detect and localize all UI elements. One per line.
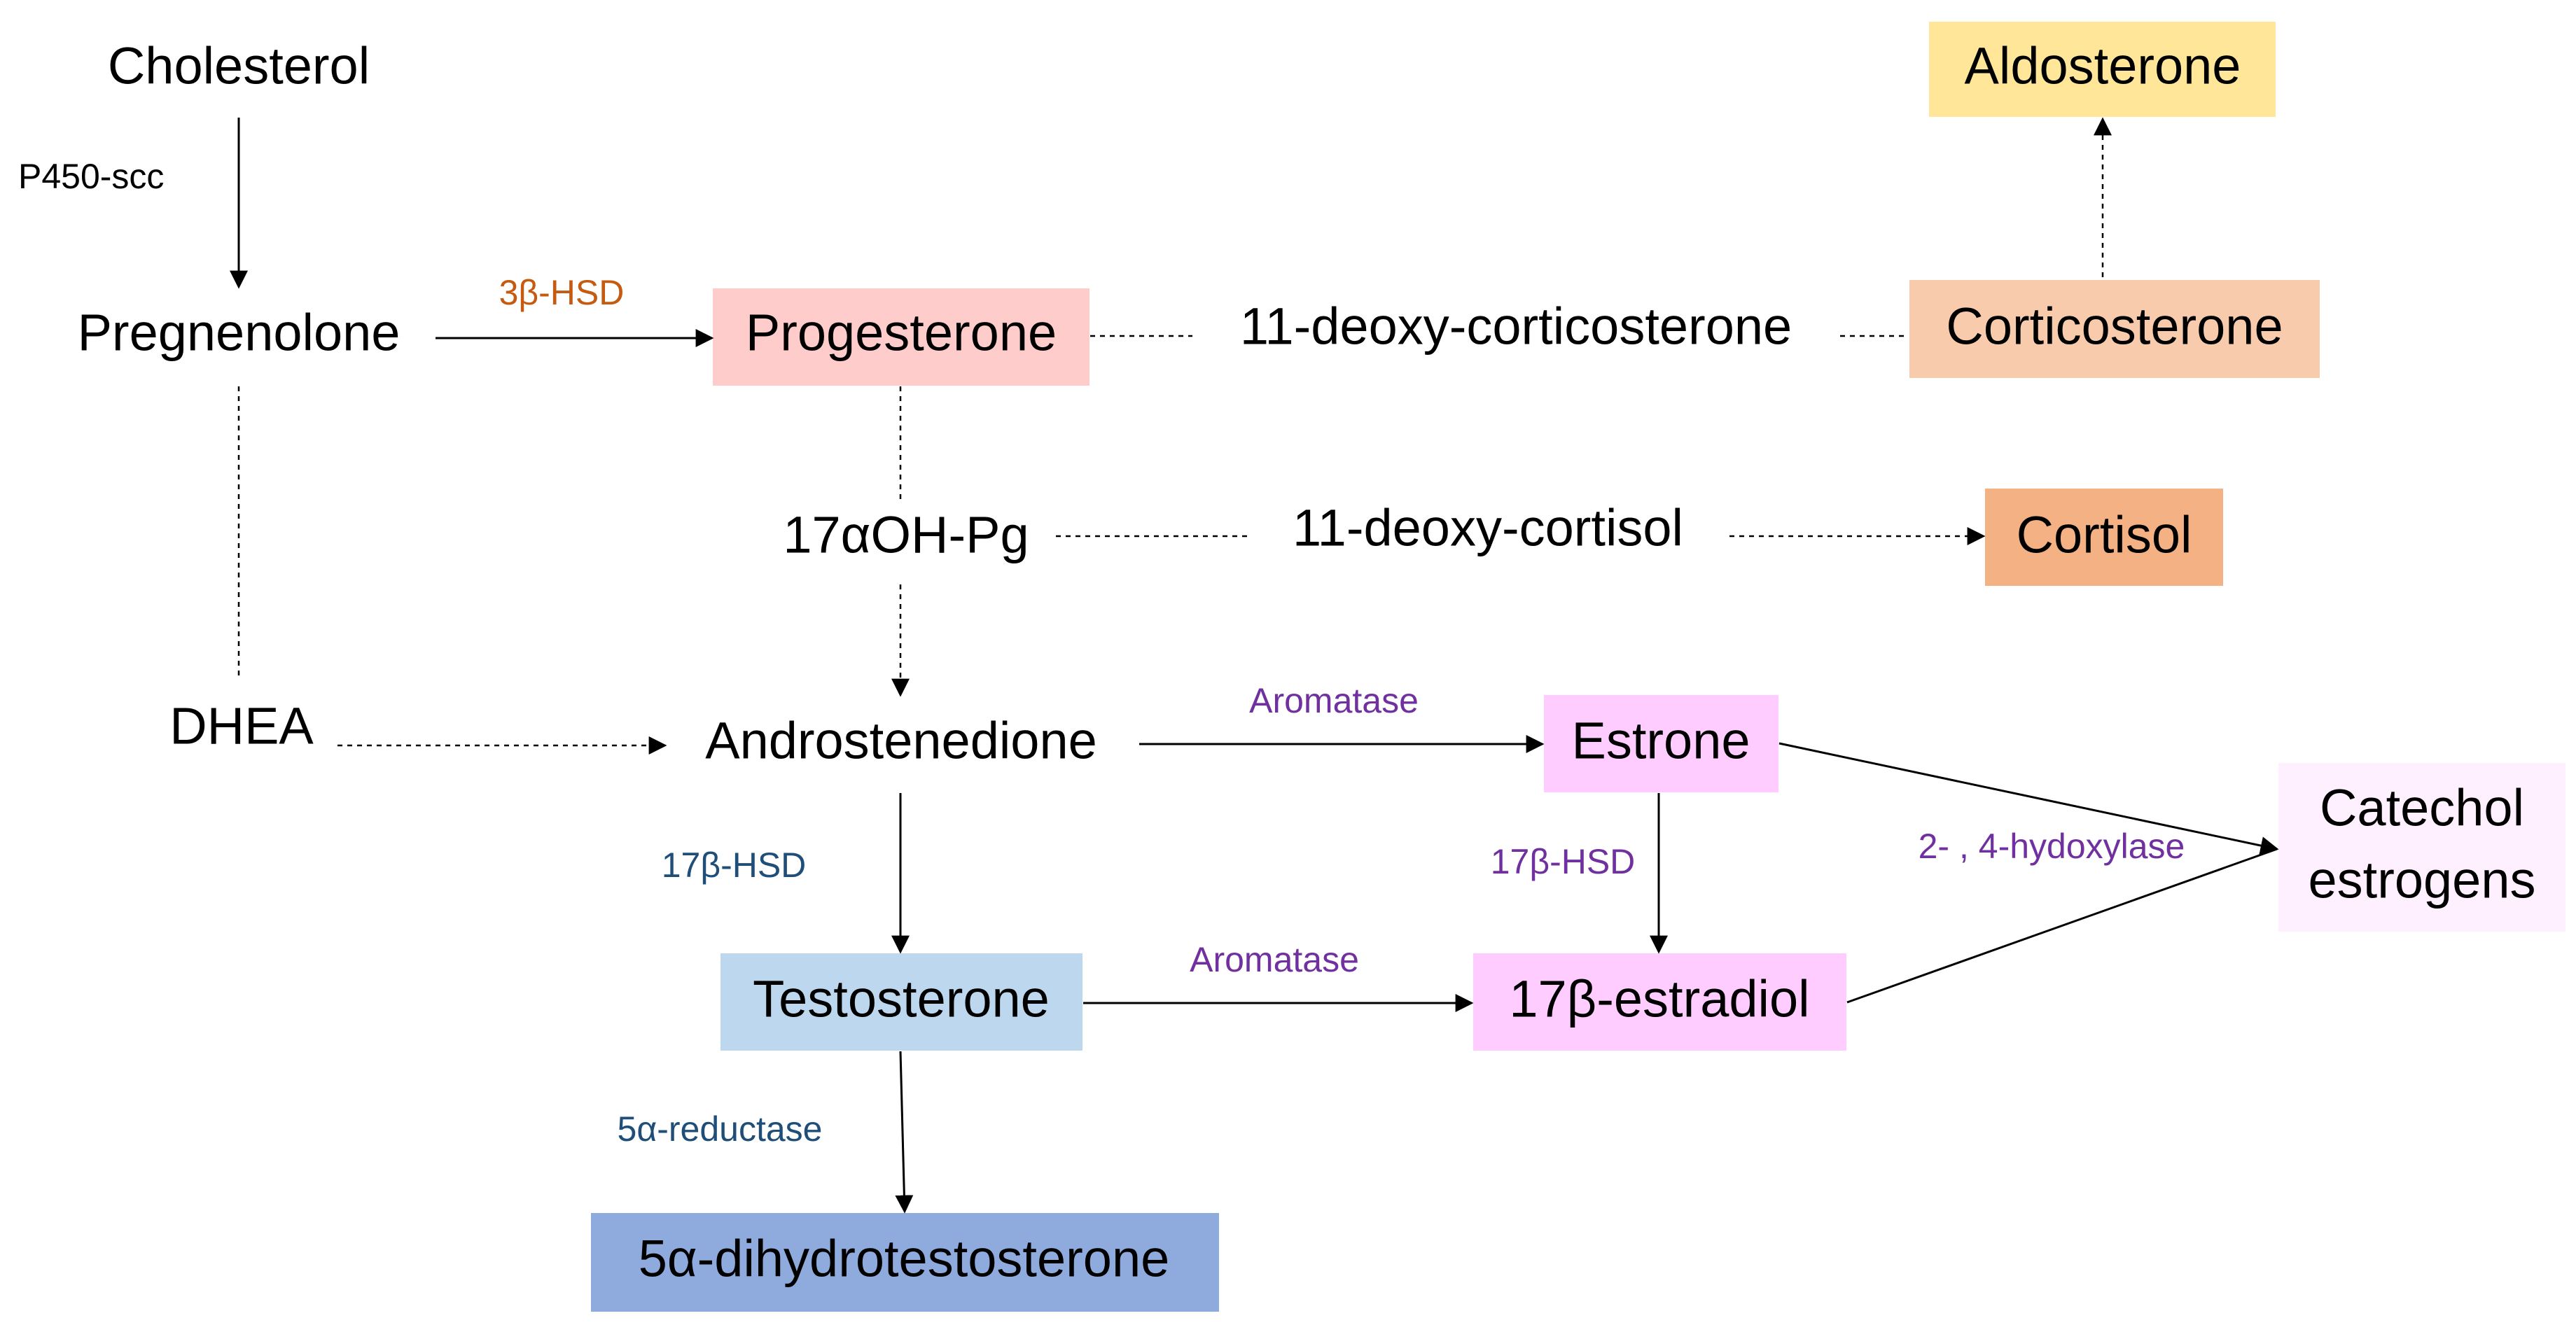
corticosterone-box [1909, 280, 2320, 378]
catechol-estrogens-box [2278, 763, 2565, 932]
progesterone-label: Progesterone [746, 304, 1057, 362]
estradiol-label: 17β-estradiol [1509, 970, 1809, 1028]
testosterone-to-dht-arrow [895, 1051, 914, 1214]
deoxycortisol-label: 11-deoxy-cortisol [1293, 499, 1683, 557]
estradiol-to-catechol-arrow [1846, 848, 2278, 1004]
enzyme-hydroxylase-label: 2- , 4-hydoxylase [1919, 827, 2185, 866]
androstenedione-label: Androstenedione [705, 712, 1097, 770]
enzyme-17b-hsd-left-label: 17β-HSD [662, 846, 807, 885]
estradiol-box [1473, 953, 1846, 1051]
deoxycorticosterone-label: 11-deoxy-corticosterone [1240, 297, 1792, 356]
catechol-label-line2: estrogens [2309, 851, 2536, 909]
estrone-to-catechol-arrow [1778, 742, 2279, 855]
progesterone-box [713, 288, 1089, 386]
catechol-label-line1: Catechol [2320, 779, 2524, 837]
enzyme-5a-reductase-label: 5α-reductase [618, 1109, 823, 1149]
enzyme-p450scc-label: P450-scc [18, 157, 164, 196]
cholesterol-label: Cholesterol [108, 37, 370, 95]
dht-box [591, 1213, 1219, 1312]
pregnenolone-label: Pregnenolone [78, 304, 401, 362]
estrone-label: Estrone [1571, 712, 1750, 770]
enzyme-17b-hsd-right-label: 17β-HSD [1491, 842, 1636, 881]
enzyme-3b-hsd-label: 3β-HSD [499, 273, 625, 312]
enzyme-aromatase-top-label: Aromatase [1249, 681, 1419, 720]
corticosterone-label: Corticosterone [1946, 297, 2283, 356]
estrone-box [1544, 695, 1778, 792]
cortisol-box [1985, 489, 2223, 586]
testosterone-box [720, 953, 1082, 1051]
ohpg-label: 17αOH-Pg [783, 506, 1029, 564]
aldosterone-label: Aldosterone [1965, 37, 2241, 95]
enzyme-aromatase-bottom-label: Aromatase [1190, 940, 1359, 979]
dhea-label: DHEA [169, 697, 314, 755]
dht-label: 5α-dihydrotestosterone [639, 1230, 1170, 1288]
testosterone-label: Testosterone [753, 970, 1050, 1028]
cortisol-label: Cortisol [2017, 506, 2192, 564]
aldosterone-box [1929, 22, 2276, 117]
